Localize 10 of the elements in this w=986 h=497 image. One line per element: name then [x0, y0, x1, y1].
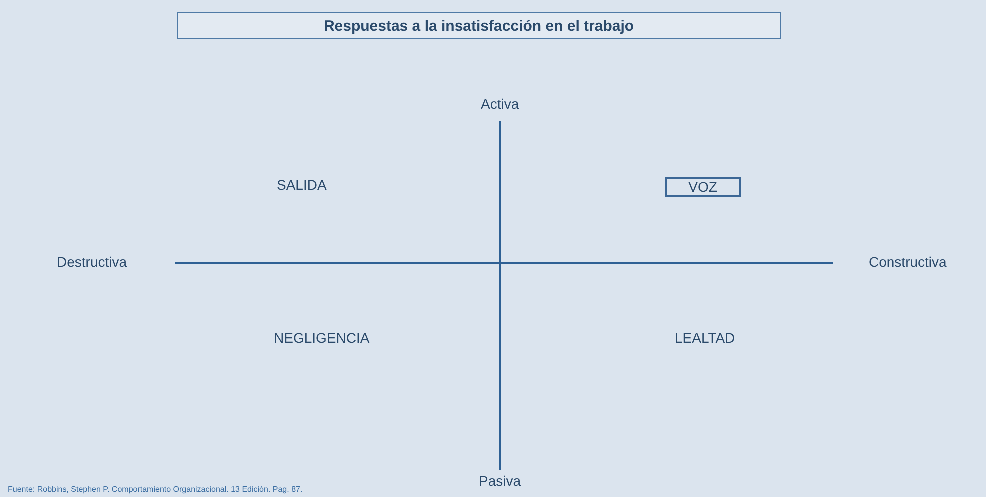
axis-label: Destructiva [57, 254, 128, 270]
quadrant-label: NEGLIGENCIA [274, 330, 370, 346]
quadrant-label: LEALTAD [675, 330, 736, 346]
quadrant-label: SALIDA [277, 177, 327, 193]
highlighted-label-box: VOZ [665, 177, 741, 197]
axis-label: Activa [481, 96, 520, 112]
axis-label: Pasiva [479, 473, 522, 489]
source-note: Fuente: Robbins, Stephen P. Comportamiento Organizacional. 13 Edición. Pag. 87. [8, 485, 303, 494]
title-box: Respuestas a la insatisfacción en el trabajo [177, 12, 781, 39]
axis-label: Constructiva [869, 254, 947, 270]
